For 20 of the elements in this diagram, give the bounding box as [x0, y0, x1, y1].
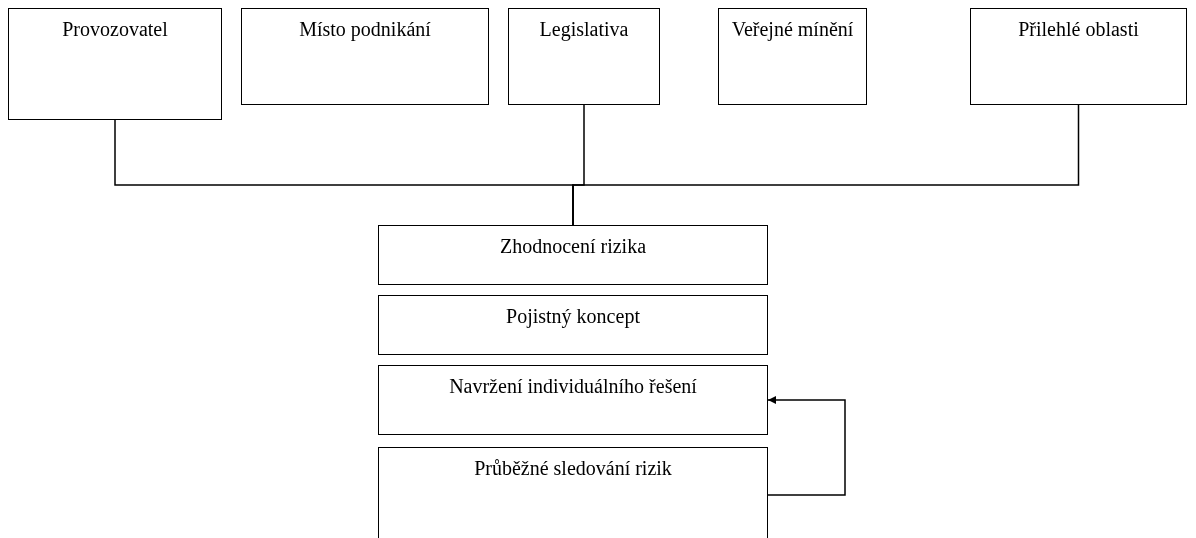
box-label: Zhodnocení rizika: [498, 234, 648, 259]
process-box: [378, 225, 768, 285]
process-box: [970, 8, 1187, 105]
box-label: Přilehlé oblasti: [1017, 17, 1140, 42]
arrow: [767, 396, 846, 496]
box-label: Průběžné sledování rizik: [473, 456, 673, 481]
process-box: [378, 295, 768, 355]
process-box: [378, 447, 768, 538]
process-box: [378, 365, 768, 435]
box-label: Pojistný koncept: [505, 304, 641, 329]
box-label: Provozovatel: [61, 17, 169, 42]
box-label: Místo podnikání: [298, 17, 432, 42]
box-label: Veřejné mínění: [730, 17, 855, 42]
connector-line: [572, 104, 1080, 226]
process-box: [508, 8, 660, 105]
process-box: [8, 8, 222, 120]
box-label: Navržení individuálního řešení: [448, 374, 698, 399]
process-box: [718, 8, 867, 105]
process-box: [241, 8, 489, 105]
box-label: Legislativa: [538, 17, 630, 42]
